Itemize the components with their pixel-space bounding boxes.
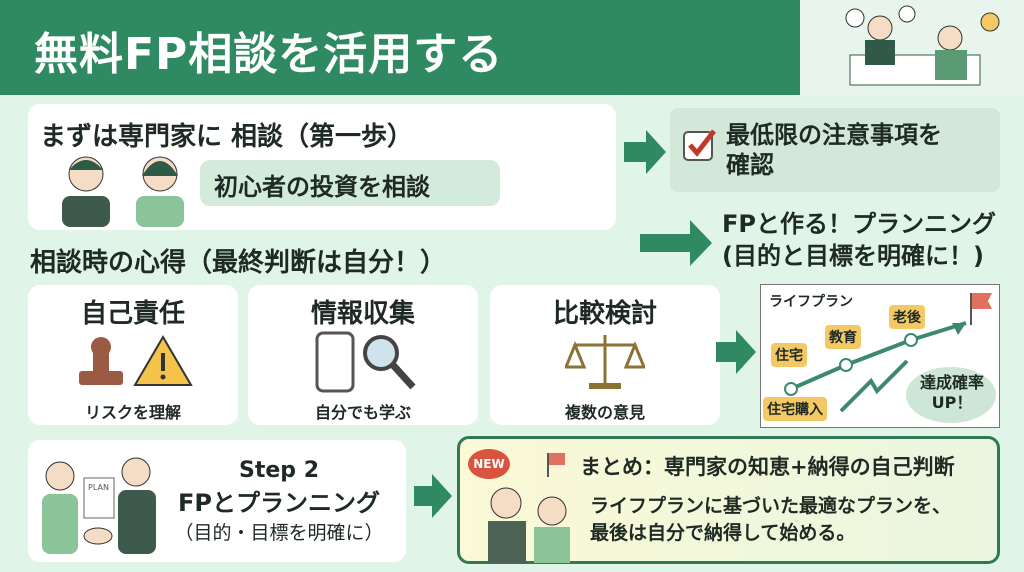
celebrating-people-illustration <box>488 453 570 563</box>
step1-card: まずは専門家に 相談（第一歩） 初心者の投資を相談 <box>28 104 616 230</box>
card-title: 情報収集 <box>310 299 415 329</box>
growth-line <box>839 359 909 413</box>
card-title: 自己責任 <box>80 299 185 329</box>
card-caption: リスクを理解 <box>84 403 181 422</box>
arrow-right-icon <box>624 130 666 174</box>
stamp-icon <box>79 337 123 385</box>
magnifier-icon <box>363 335 416 390</box>
lifeplan-chart: ライフプラン 住宅 教育 老後 住宅購入 達成確率 UP！ <box>760 284 1000 428</box>
step2-card: PLAN Step 2 FPとプランニング （目的・目標を明確に） <box>28 440 406 562</box>
step2-subtitle: （目的・目標を明確に） <box>174 522 384 544</box>
plan-heading: FPと作る！プランニング (目的と目標を明確に！) <box>722 208 996 272</box>
consultation-illustration <box>800 0 1024 95</box>
svg-text:PLAN: PLAN <box>88 483 109 492</box>
scale-icon <box>565 335 645 389</box>
handshake-illustration: PLAN <box>42 457 156 554</box>
bubble-text: 初心者の投資を相談 <box>214 173 430 201</box>
arrow-right-icon <box>640 220 712 266</box>
card-self-responsibility: 自己責任 リスクを理解 <box>28 285 238 425</box>
warning-icon <box>133 335 193 386</box>
card-caption: 複数の意見 <box>564 403 645 422</box>
check-line1: 最低限の注意事項を <box>726 121 942 149</box>
achievement-bubble: 達成確率 UP！ <box>906 373 998 413</box>
page-title: 無料FP相談を活用する <box>34 29 504 80</box>
bubble-line2: UP！ <box>931 393 973 412</box>
summary-line1: ライフプランに基づいた最適なプランを、 <box>590 495 952 517</box>
check-card: 最低限の注意事項を 確認 <box>670 108 1000 192</box>
progress-line <box>790 321 967 391</box>
card-title: 比較検討 <box>552 299 657 329</box>
milestone-tag: 教育 <box>825 325 861 349</box>
card-information-gathering: 情報収集 自分でも学ぶ <box>248 285 478 425</box>
lifeplan-title: ライフプラン <box>769 294 853 310</box>
step1-title: まずは専門家に 相談（第一歩） <box>40 122 414 152</box>
mindset-heading: 相談時の心得（最終判断は自分！） <box>30 248 447 278</box>
milestone-tag: 住宅 <box>771 343 807 367</box>
speech-bubble: 初心者の投資を相談 <box>200 160 500 206</box>
milestone-tag: 老後 <box>889 305 925 329</box>
arrow-right-icon <box>414 474 452 518</box>
plan-heading-line1: FPと作る！プランニング <box>722 210 996 238</box>
consultants-avatar-icon <box>62 156 184 227</box>
checkbox-icon <box>683 129 716 161</box>
card-comparison: 比較検討 複数の意見 <box>490 285 720 425</box>
plan-heading-line2: (目的と目標を明確に！) <box>722 242 984 270</box>
smartphone-icon <box>315 331 355 393</box>
card-caption: 自分でも学ぶ <box>314 403 411 422</box>
step2-title: FPとプランニング <box>178 489 380 517</box>
summary-card: NEW まとめ：専門家の知恵+納得の自己判断 ライフプランに基づいた最適なプラン… <box>457 436 1000 564</box>
new-badge: NEW <box>468 449 510 479</box>
summary-title: まとめ：専門家の知恵+納得の自己判断 <box>580 455 955 479</box>
start-tag: 住宅購入 <box>763 397 827 421</box>
bubble-line1: 達成確率 <box>919 373 984 392</box>
arrow-right-icon <box>716 330 756 374</box>
flag-icon <box>972 293 992 309</box>
step2-label: Step 2 <box>239 458 319 483</box>
step2-text: Step 2 FPとプランニング （目的・目標を明確に） <box>164 458 394 545</box>
summary-line2: 最後は自分で納得して始める。 <box>590 522 856 544</box>
check-line2: 確認 <box>726 151 774 179</box>
summary-body: ライフプランに基づいた最適なプランを、 最後は自分で納得して始める。 <box>590 493 951 547</box>
